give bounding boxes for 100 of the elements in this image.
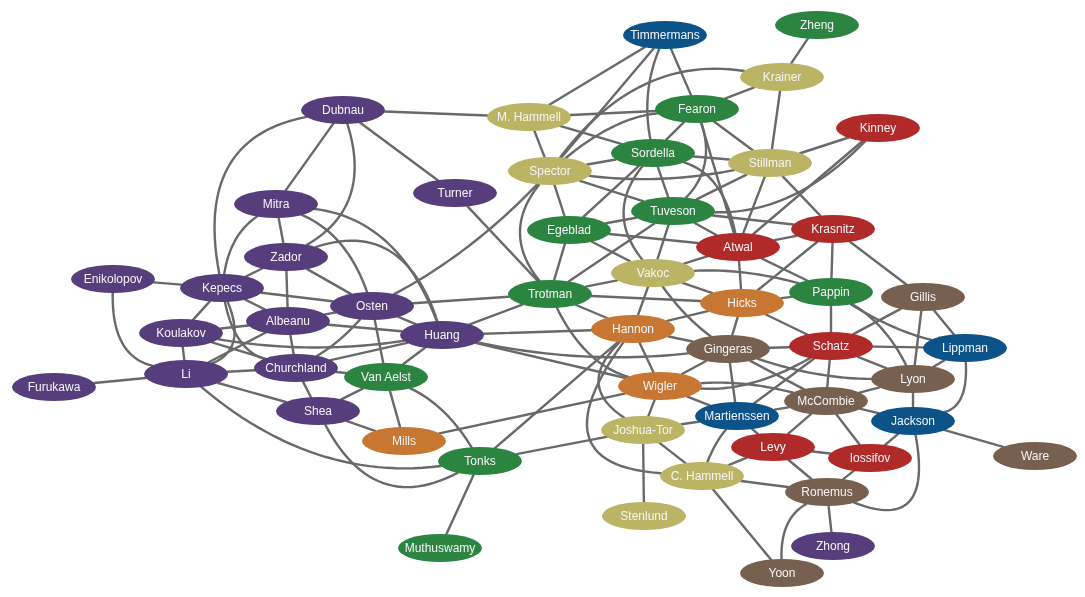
connector-line	[219, 324, 250, 330]
connector-line	[737, 259, 743, 291]
connector-line	[827, 504, 833, 534]
connector-line	[476, 341, 690, 359]
connector-line	[314, 207, 438, 323]
name-node: Lippman	[923, 334, 1007, 362]
connector-line	[560, 47, 655, 159]
connector-line	[770, 89, 782, 151]
connector-line	[466, 205, 539, 282]
connector-line	[943, 360, 968, 414]
connector-line	[798, 136, 850, 155]
connector-line	[345, 419, 377, 433]
name-node: Stenlund	[602, 502, 686, 530]
connector-line	[622, 165, 644, 261]
connector-line	[284, 122, 335, 192]
name-node: Timmermans	[623, 21, 707, 49]
connector-line	[590, 294, 702, 303]
connector-line	[285, 269, 289, 309]
connector-line	[604, 216, 638, 225]
connector-line	[445, 473, 475, 536]
name-node: Spector	[508, 157, 592, 185]
connector-line	[692, 155, 731, 161]
connector-line	[781, 175, 822, 217]
name-node: Stillman	[728, 149, 812, 177]
connector-line	[289, 333, 295, 356]
connector-line	[192, 300, 211, 321]
connector-line	[515, 435, 608, 456]
connector-line	[773, 234, 798, 242]
connector-line	[856, 355, 888, 370]
connector-line	[584, 279, 619, 288]
name-node: Trotman	[508, 280, 592, 308]
connector-line	[383, 110, 489, 117]
connector-line	[680, 420, 700, 426]
name-node: Iossifov	[828, 444, 912, 472]
connector-line	[585, 341, 663, 475]
connector-line	[518, 183, 541, 282]
connector-line	[768, 346, 791, 349]
connector-line	[588, 168, 736, 181]
name-node: Yoon	[740, 559, 824, 587]
connector-line	[411, 295, 511, 305]
connector-line	[217, 338, 405, 349]
connector-line	[695, 173, 748, 201]
connector-line	[636, 285, 650, 317]
connector-line	[669, 47, 693, 97]
connector-line	[852, 307, 902, 336]
name-node: Lyon	[871, 365, 955, 393]
connector-line	[152, 281, 183, 286]
connector-line	[858, 386, 881, 394]
connector-line	[943, 428, 1005, 449]
connector-line	[680, 359, 708, 376]
name-node: Krasnitz	[791, 215, 875, 243]
connector-line	[327, 323, 403, 333]
connector-line	[277, 216, 285, 245]
connector-line	[711, 488, 773, 561]
connector-line	[760, 257, 809, 282]
connector-line	[211, 300, 236, 365]
name-node: Mitra	[234, 190, 318, 218]
connector-line	[210, 341, 267, 360]
connector-line	[656, 223, 670, 261]
connector-line	[578, 179, 645, 203]
connector-line	[842, 469, 855, 481]
connector-line	[830, 241, 834, 280]
connector-line	[749, 359, 805, 391]
connector-line	[665, 309, 710, 323]
connector-line	[569, 109, 657, 117]
connector-line	[200, 385, 442, 470]
connector-line	[728, 361, 737, 404]
name-node: Enikolopov	[71, 265, 155, 293]
connector-line	[567, 222, 656, 283]
connector-line	[686, 395, 711, 407]
name-node: Gingeras	[686, 335, 770, 363]
connector-line	[397, 315, 417, 326]
connector-line	[693, 221, 718, 237]
name-node: Muthuswamy	[398, 534, 482, 562]
connector-line	[932, 309, 956, 336]
connector-line	[409, 387, 473, 449]
name-node: Joshua-Tor	[601, 416, 685, 444]
connector-line	[213, 115, 308, 276]
connector-line	[223, 215, 259, 276]
connector-line	[699, 121, 736, 235]
name-node: Shea	[276, 397, 360, 425]
connector-line	[315, 318, 362, 358]
connector-line	[335, 370, 347, 375]
connector-line	[811, 450, 832, 455]
connector-line	[752, 357, 816, 405]
connector-line	[661, 285, 712, 338]
name-node: Hicks	[700, 289, 784, 317]
name-node: Zhong	[791, 532, 875, 560]
connector-line	[711, 214, 795, 226]
connector-line	[682, 161, 737, 235]
connector-line	[727, 456, 748, 467]
connector-line	[646, 47, 661, 141]
connector-line	[574, 303, 609, 320]
connector-line	[723, 86, 756, 100]
name-node: Pappin	[789, 278, 873, 306]
name-node: Fearon	[655, 95, 739, 123]
connector-line	[324, 423, 459, 489]
name-node: Churchland	[254, 354, 338, 382]
connector-line	[111, 291, 154, 367]
name-node: Sordella	[611, 139, 695, 167]
